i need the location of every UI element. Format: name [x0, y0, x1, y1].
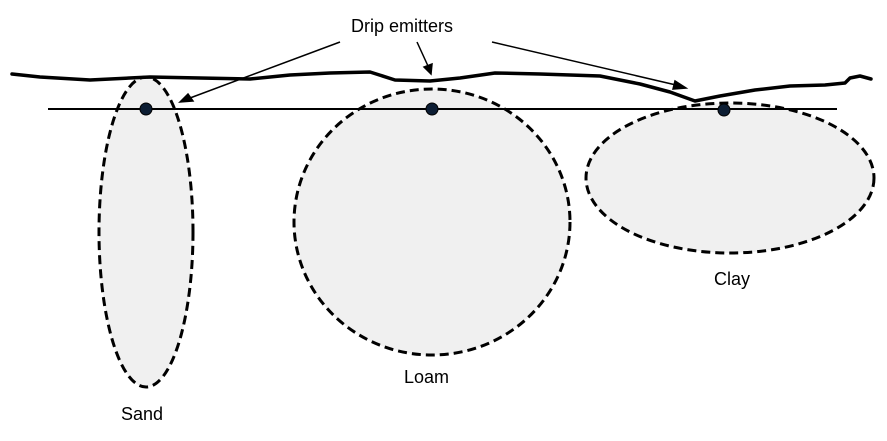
- arrow-head-icon: [178, 92, 195, 103]
- callout-arrows: [178, 41, 689, 103]
- arrow-head-icon: [422, 62, 433, 76]
- loam-label: Loam: [404, 367, 449, 387]
- ground-surface-line: [10, 70, 873, 103]
- clay-label: Clay: [714, 269, 750, 289]
- sand-emitter-dot: [139, 102, 153, 116]
- clay-emitter-dot: [717, 103, 731, 117]
- drip-emitters-label: Drip emitters: [351, 16, 453, 36]
- sand-label: Sand: [121, 404, 163, 424]
- arrow-to-sand-emitter: [189, 41, 341, 99]
- loam-wetted-zone: [292, 87, 572, 357]
- arrow-to-loam-emitter: [416, 41, 429, 67]
- sand-wetted-zone: [97, 75, 195, 389]
- loam-emitter-dot: [425, 102, 439, 116]
- arrow-head-icon: [672, 79, 689, 90]
- clay-wetted-zone: [584, 101, 876, 255]
- arrow-to-clay-emitter: [491, 41, 677, 86]
